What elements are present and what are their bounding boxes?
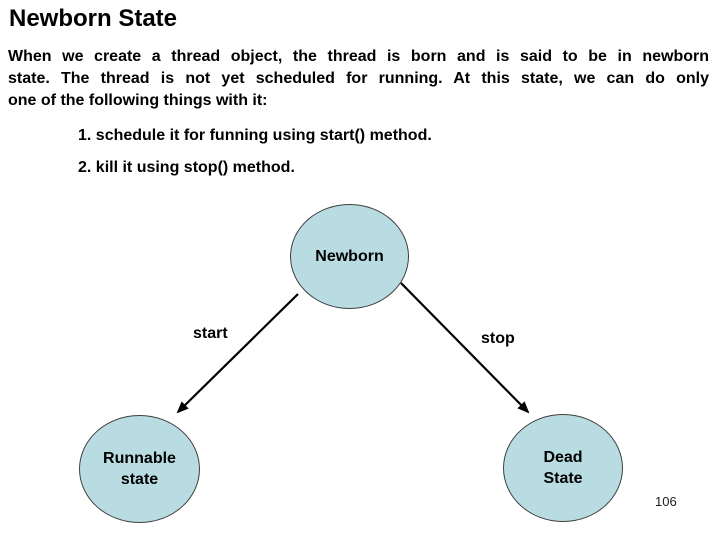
arrow-start-transition <box>176 293 299 414</box>
state-node-label: Dead State <box>543 447 582 489</box>
state-node-dead: Dead State <box>503 414 623 522</box>
state-node-label: Newborn <box>315 248 384 265</box>
state-node-label-line1: Dead <box>543 449 583 466</box>
paragraph-line: one of the following things with it: <box>8 92 268 109</box>
numbered-list-item: 1. schedule it for funning using start()… <box>78 127 432 144</box>
state-node-label-line1: Runnable <box>103 450 176 467</box>
state-node-label-line2: State <box>543 470 583 487</box>
edge-label-start: start <box>193 325 228 342</box>
paragraph-line: When we create a thread object, the thre… <box>8 48 709 65</box>
state-node-runnable: Runnable state <box>79 415 200 523</box>
numbered-list-item: 2. kill it using stop() method. <box>78 159 295 176</box>
state-node-newborn: Newborn <box>290 204 409 309</box>
page-number: 106 <box>655 494 677 509</box>
page-title: Newborn State <box>9 5 178 32</box>
state-node-label-line2: state <box>120 471 159 488</box>
body-paragraph: When we create a thread object, the thre… <box>8 46 709 112</box>
paragraph-line: state. The thread is not yet scheduled f… <box>8 70 709 87</box>
edge-label-stop: stop <box>481 330 515 347</box>
state-node-label: Runnable state <box>103 448 176 490</box>
